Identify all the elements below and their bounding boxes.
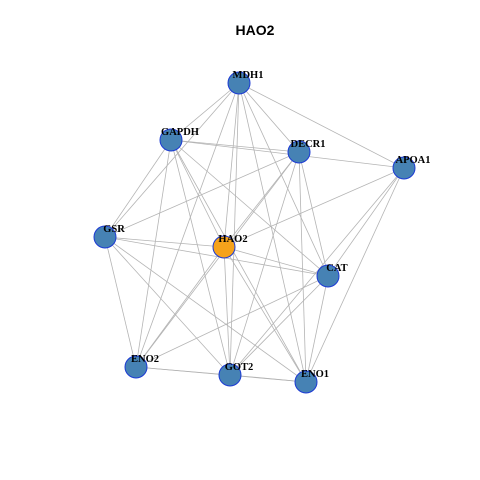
edge-cat-got2 [229, 275, 329, 376]
edge-gapdh-gsr [104, 139, 172, 238]
node-decr1 [287, 140, 311, 164]
node-label-mdh1: MDH1 [233, 70, 264, 81]
edge-gapdh-got2 [170, 139, 231, 376]
edge-gapdh-eno1 [170, 139, 307, 383]
edge-gsr-cat [104, 236, 329, 277]
node-mdh1 [227, 71, 251, 95]
edge-hao2-mdh1 [223, 82, 240, 248]
node-label-eno1: ENO1 [301, 369, 329, 380]
node-hao2 [212, 235, 236, 259]
node-label-eno2: ENO2 [131, 354, 159, 365]
edge-gsr-eno1 [104, 236, 307, 383]
edge-layer [104, 82, 405, 383]
edge-apoa1-got2 [229, 167, 405, 376]
edge-cat-eno2 [135, 275, 329, 368]
node-label-cat: CAT [326, 263, 347, 274]
edge-decr1-got2 [229, 151, 300, 376]
edge-gapdh-apoa1 [170, 139, 405, 169]
edge-gapdh-decr1 [170, 139, 300, 153]
node-gsr [93, 225, 117, 249]
node-label-hao2: HAO2 [218, 234, 247, 245]
node-gapdh [159, 128, 183, 152]
node-label-apoa1: APOA1 [396, 155, 431, 166]
node-got2 [218, 363, 242, 387]
edge-cat-eno1 [305, 275, 329, 383]
edge-mdh1-gsr [104, 82, 240, 238]
edge-hao2-cat [223, 246, 329, 277]
edge-hao2-eno1 [223, 246, 307, 383]
edge-mdh1-decr1 [238, 82, 300, 153]
node-label-gapdh: GAPDH [161, 127, 199, 138]
edge-gsr-eno2 [104, 236, 137, 368]
node-eno1 [294, 370, 318, 394]
node-cat [316, 264, 340, 288]
edge-decr1-gsr [104, 151, 300, 238]
node-apoa1 [392, 156, 416, 180]
edge-mdh1-apoa1 [238, 82, 405, 169]
edge-apoa1-cat [327, 167, 405, 277]
plot-title: HAO2 [236, 22, 275, 38]
node-label-decr1: DECR1 [290, 139, 325, 150]
node-layer [93, 71, 416, 394]
edge-mdh1-gapdh [170, 82, 240, 141]
node-label-gsr: GSR [103, 224, 125, 235]
edge-mdh1-eno1 [238, 82, 307, 383]
edge-decr1-eno1 [298, 151, 307, 383]
edge-gsr-got2 [104, 236, 231, 376]
edge-decr1-eno2 [135, 151, 300, 368]
edge-gapdh-eno2 [135, 139, 172, 368]
edge-hao2-gapdh [170, 139, 225, 248]
edge-hao2-apoa1 [223, 167, 405, 248]
edge-decr1-cat [298, 151, 329, 277]
edge-hao2-got2 [223, 246, 231, 376]
edge-mdh1-cat [238, 82, 329, 277]
node-label-got2: GOT2 [225, 362, 254, 373]
edge-apoa1-eno1 [305, 167, 405, 383]
edge-mdh1-eno2 [135, 82, 240, 368]
edge-mdh1-got2 [229, 82, 240, 376]
edge-hao2-gsr [104, 236, 225, 248]
edge-got2-eno1 [229, 374, 307, 383]
node-eno2 [124, 355, 148, 379]
